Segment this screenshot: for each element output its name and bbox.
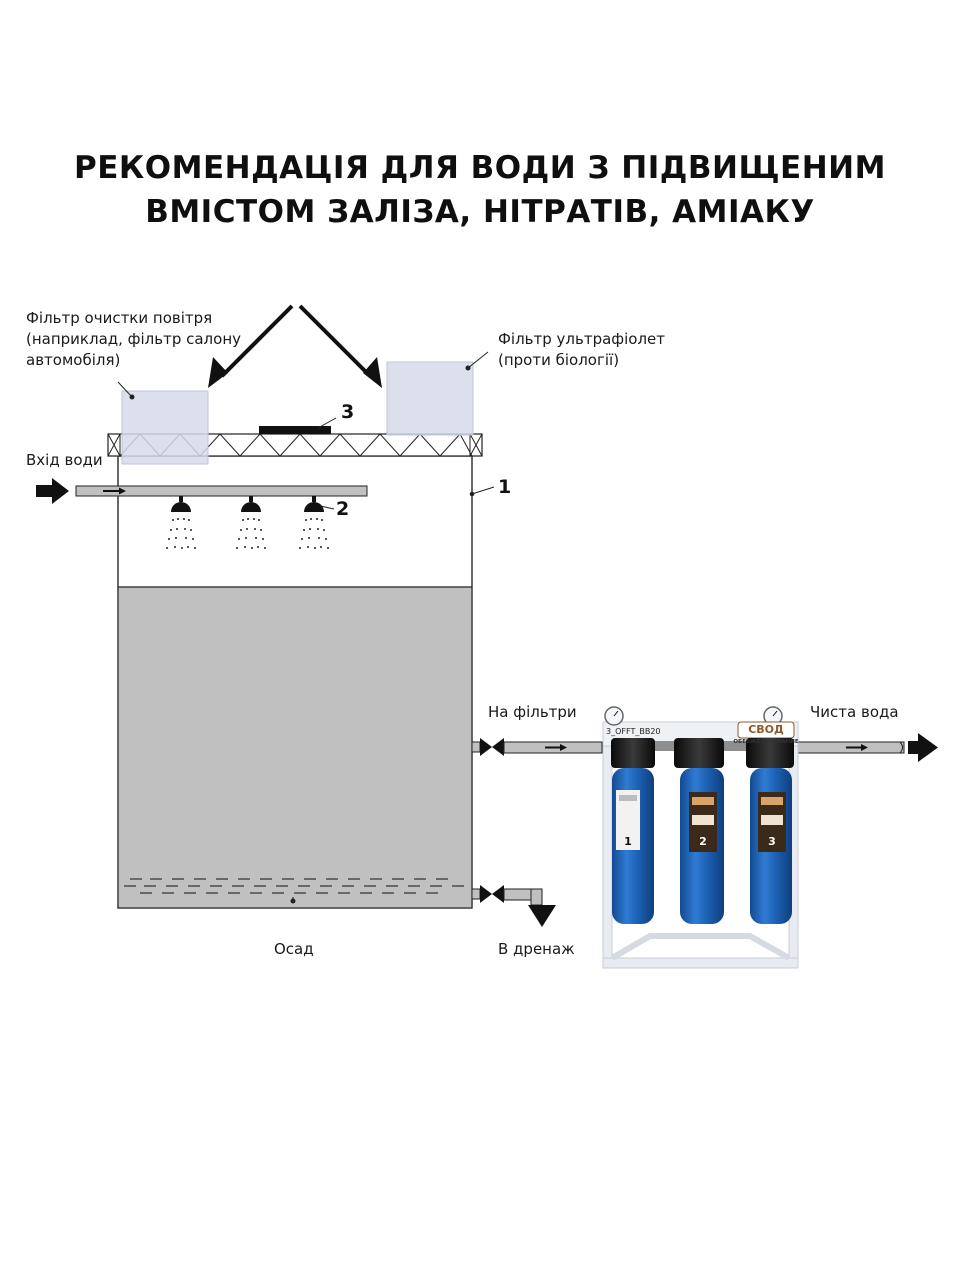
air-filter-label-line-1: Фільтр очистки повітря <box>26 309 213 327</box>
to-drain-label: В дренаж <box>498 940 575 958</box>
arrow-head-right <box>363 357 382 388</box>
inlet-pipe <box>36 478 368 504</box>
cartridge-number-2: 2 <box>699 835 707 848</box>
tank <box>117 455 473 909</box>
water-inlet-label: Вхід води <box>26 451 103 469</box>
inlet-arrow-icon <box>36 478 69 504</box>
clean-water-arrow-icon <box>908 733 938 762</box>
title-line-2: ВМІСТОМ ЗАЛІЗА, НІТРАТІВ, АМІАКУ <box>145 194 815 230</box>
air-filter-box <box>121 390 209 465</box>
air-filter-label-line-3: автомобіля) <box>26 351 121 369</box>
clean-water-pipe <box>795 733 938 762</box>
brand-name: СВОД <box>748 723 784 736</box>
filter-unit-model: 3_OFFT_BB20 <box>606 727 661 736</box>
uv-filter-label-line-2: (проти біології) <box>498 351 620 369</box>
filter-housing-2 <box>674 738 724 924</box>
sediment-lines <box>124 878 464 894</box>
filter-housing-1 <box>611 738 655 924</box>
cartridge-number-3: 3 <box>768 835 776 848</box>
tank-water <box>118 587 472 908</box>
vent-plate <box>259 426 331 434</box>
tank-number: 1 <box>498 476 512 498</box>
to-filters-label: На фільтри <box>488 703 577 721</box>
air-filter-label: Фільтр очистки повітря (наприклад, фільт… <box>26 308 241 371</box>
clean-water-label: Чиста вода <box>810 703 899 721</box>
filter-housing-3 <box>746 738 794 924</box>
cartridge-number-1: 1 <box>624 835 632 848</box>
arrow-head-left <box>208 357 228 388</box>
uv-filter-label-line-1: Фільтр ультрафіолет <box>498 330 666 348</box>
drain-arrow-icon <box>528 905 556 927</box>
filter-unit <box>602 706 799 969</box>
uv-filter-label: Фільтр ультрафіолет (проти біології) <box>498 329 665 371</box>
vent-number: 3 <box>341 401 355 423</box>
leader-lines <box>117 351 495 904</box>
pointer-arrows <box>220 304 372 378</box>
sediment-label: Осад <box>274 940 314 958</box>
air-filter-label-line-2: (наприклад, фільтр салону <box>26 330 242 348</box>
drain-pipe <box>471 885 556 927</box>
sprayers-number: 2 <box>336 498 350 520</box>
sprinklers <box>166 496 329 549</box>
brand-subtitle: ОБЕЗЖЕЛЕЗИВАНИЕ <box>733 739 799 745</box>
uv-filter-box <box>386 361 474 436</box>
title-line-1: РЕКОМЕНДАЦІЯ ДЛЯ ВОДИ З ПІДВИЩЕНИМ <box>74 150 886 186</box>
outlet-pipe <box>471 738 603 756</box>
